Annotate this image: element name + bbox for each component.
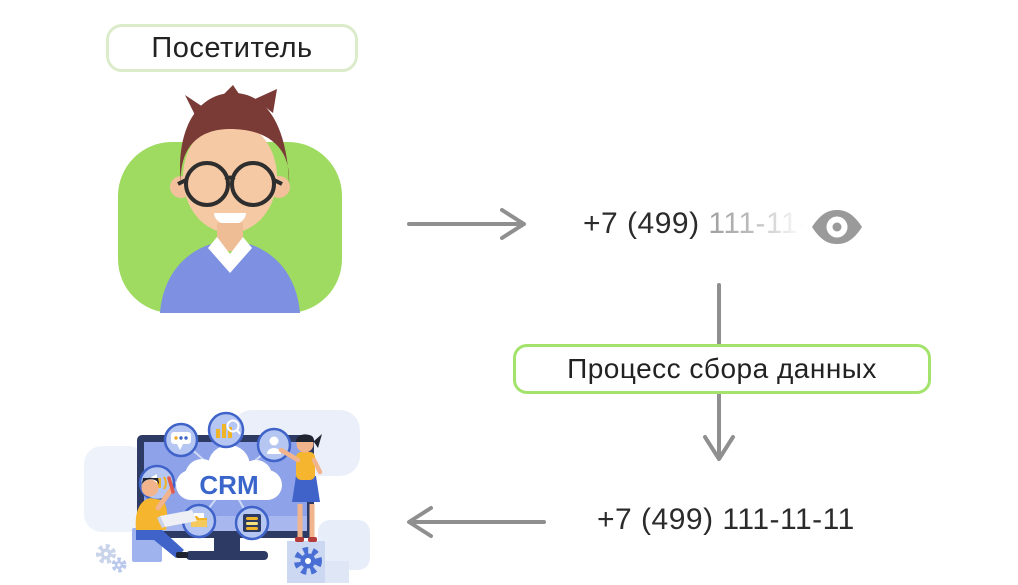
analytics-icon	[207, 411, 245, 449]
process-label-text: Процесс сбора данных	[567, 353, 877, 384]
crm-sitting-person	[132, 476, 197, 562]
full-phone-number: +7 (499) 111-11-11	[597, 503, 855, 537]
chat-icon	[163, 422, 199, 458]
database-icon	[234, 505, 270, 541]
avatar-sweater	[160, 244, 300, 313]
visitor-avatar	[115, 85, 345, 320]
arrow-right-icon	[406, 206, 531, 247]
masked-phone-suffix: 111-11-	[708, 207, 809, 240]
process-label: Процесс сбора данных	[513, 344, 931, 394]
crm-illustration: CRM	[82, 408, 374, 585]
full-phone-text: +7 (499) 111-11-11	[597, 503, 855, 536]
eye-icon[interactable]	[810, 208, 864, 251]
masked-phone-number: +7 (499) 111-11-	[583, 207, 809, 241]
gear-icon	[294, 547, 322, 575]
avatar-hair	[180, 92, 290, 185]
contact-icon	[256, 427, 292, 463]
visitor-avatar-illustration	[118, 85, 342, 313]
avatar-smile	[214, 213, 246, 225]
visitor-label-text: Посетитель	[151, 31, 313, 64]
masked-phone-prefix: +7 (499)	[583, 207, 709, 240]
crm-cloud-text: CRM	[199, 470, 258, 500]
gear-small-icon	[96, 544, 127, 573]
visitor-label: Посетитель	[106, 24, 358, 72]
avatar-collar	[208, 237, 252, 273]
avatar-glasses	[177, 161, 283, 207]
arrow-left-icon	[402, 504, 547, 545]
crm-cloud: CRM	[176, 445, 282, 500]
